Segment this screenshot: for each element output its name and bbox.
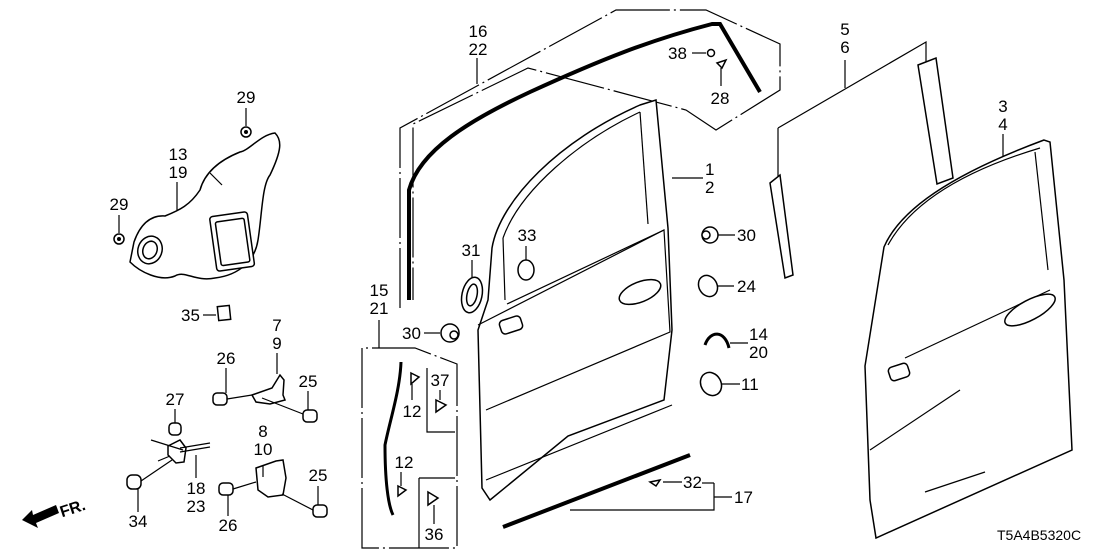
callout-22[interactable]: 22 — [468, 40, 488, 59]
callout-16[interactable]: 16 — [468, 22, 488, 41]
callout-29-top[interactable]: 29 — [236, 88, 256, 107]
stopper-clip-14[interactable] — [703, 332, 731, 349]
callout-13[interactable]: 13 — [168, 145, 188, 164]
pillar-garnish-front[interactable] — [769, 173, 794, 280]
seal-33[interactable] — [517, 259, 535, 281]
callout-21[interactable]: 21 — [369, 299, 389, 318]
callout-15[interactable]: 15 — [369, 281, 389, 300]
front-direction-arrow-icon — [22, 505, 59, 528]
nut-29-left[interactable] — [113, 233, 125, 245]
callout-27[interactable]: 27 — [165, 390, 185, 409]
callout-14[interactable]: 14 — [749, 325, 768, 344]
callout-10[interactable]: 10 — [253, 440, 273, 459]
nut-38[interactable] — [706, 48, 716, 58]
front-door-part[interactable] — [477, 99, 673, 502]
callout-23[interactable]: 23 — [186, 497, 206, 516]
callout-19[interactable]: 19 — [168, 163, 188, 182]
callout-2[interactable]: 2 — [705, 178, 715, 197]
bumper-24[interactable] — [695, 272, 722, 300]
callout-30-left[interactable]: 30 — [402, 324, 421, 343]
callout-28[interactable]: 28 — [710, 89, 730, 108]
callout-12-lower[interactable]: 12 — [394, 453, 414, 472]
clip-28[interactable] — [715, 58, 728, 70]
callout-18[interactable]: 18 — [186, 479, 206, 498]
nut-29-top[interactable] — [240, 126, 252, 138]
callout-17[interactable]: 17 — [734, 488, 753, 507]
clip-12-upper[interactable] — [410, 371, 421, 386]
diagram-code: T5A4B5320C — [997, 527, 1082, 543]
clip-12-lower[interactable] — [397, 484, 408, 498]
callout-33[interactable]: 33 — [517, 226, 537, 245]
callout-12-upper[interactable]: 12 — [402, 402, 422, 421]
grommet-30-left[interactable] — [440, 323, 460, 343]
callout-11[interactable]: 11 — [741, 375, 759, 394]
callout-3[interactable]: 3 — [998, 97, 1008, 116]
callout-31[interactable]: 31 — [461, 241, 481, 260]
callout-1[interactable]: 1 — [705, 160, 715, 179]
grommet-31[interactable] — [458, 275, 485, 314]
clip-36[interactable] — [427, 490, 440, 507]
callout-7[interactable]: 7 — [272, 316, 282, 335]
callout-8[interactable]: 8 — [258, 422, 268, 441]
callout-25-top[interactable]: 25 — [298, 372, 318, 391]
callout-35[interactable]: 35 — [181, 306, 200, 325]
callout-32[interactable]: 32 — [683, 473, 702, 492]
rear-door-part[interactable] — [864, 139, 1073, 540]
callout-5[interactable]: 5 — [840, 20, 850, 39]
callout-37[interactable]: 37 — [430, 371, 450, 390]
clip-37[interactable] — [435, 398, 448, 414]
weatherstrip-15-part[interactable] — [383, 361, 403, 516]
callout-36[interactable]: 36 — [424, 525, 444, 544]
callout-4[interactable]: 4 — [998, 115, 1008, 134]
callout-29-left[interactable]: 29 — [109, 195, 129, 214]
callout-24[interactable]: 24 — [737, 277, 756, 296]
pillar-garnish-rear[interactable] — [917, 56, 954, 186]
callout-6[interactable]: 6 — [840, 38, 850, 57]
door-checker-part[interactable] — [126, 422, 211, 490]
lower-molding-part[interactable] — [502, 453, 691, 529]
door-bumper-11[interactable] — [696, 369, 725, 400]
callout-26-bottom[interactable]: 26 — [218, 516, 238, 535]
callout-25-bottom[interactable]: 25 — [308, 466, 328, 485]
grommet-30-right[interactable] — [701, 226, 719, 244]
callout-26-top[interactable]: 26 — [216, 349, 236, 368]
callout-38[interactable]: 38 — [668, 44, 687, 63]
hole-seal-cover-part[interactable] — [129, 132, 281, 280]
tape-35[interactable] — [216, 304, 232, 322]
door-weatherstrip-part[interactable] — [407, 22, 762, 300]
callout-20[interactable]: 20 — [749, 343, 768, 362]
callout-34[interactable]: 34 — [128, 512, 148, 531]
callout-9[interactable]: 9 — [272, 334, 282, 353]
upper-hinge-part[interactable] — [212, 373, 318, 423]
clip-32[interactable] — [648, 478, 662, 488]
callout-30-right[interactable]: 30 — [737, 226, 756, 245]
